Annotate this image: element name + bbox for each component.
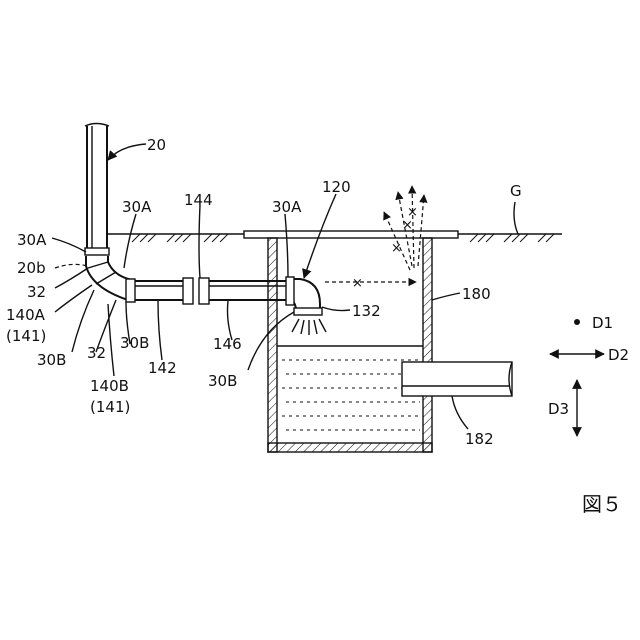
label-142: 142: [148, 359, 177, 377]
label-30B-left: 30B: [37, 351, 66, 369]
pipe-20: [85, 124, 109, 256]
label-182: 182: [465, 430, 494, 448]
label-30B-bottom: 30B: [208, 372, 237, 390]
label-30A-mid: 30A: [272, 198, 302, 216]
label-140B: 140B: [90, 377, 129, 395]
label-180: 180: [462, 285, 491, 303]
svg-text:×: ×: [391, 241, 402, 256]
outlet-pipe-182: [402, 362, 512, 396]
label-120: 120: [322, 178, 351, 196]
tank-180: [268, 238, 432, 452]
label-D1: D1: [592, 314, 613, 332]
label-132: 132: [352, 302, 381, 320]
label-141-b: (141): [90, 398, 130, 416]
label-146: 146: [213, 335, 242, 353]
direction-indicators: [550, 319, 604, 436]
label-20: 20: [147, 136, 166, 154]
leader-G: [514, 202, 518, 234]
elbow-140A: [86, 256, 135, 302]
elbow-132: [286, 277, 322, 315]
label-20b: 20b: [17, 259, 46, 277]
d1-dot: [574, 319, 580, 325]
figure-label: 図５: [582, 492, 622, 516]
label-32-a: 32: [27, 283, 46, 301]
label-30A-left: 30A: [17, 231, 47, 249]
water: [277, 346, 423, 430]
svg-text:×: ×: [402, 218, 413, 233]
label-D3: D3: [548, 400, 569, 418]
label-30B-mid: 30B: [120, 334, 149, 352]
label-D2: D2: [608, 346, 629, 364]
svg-text:×: ×: [352, 276, 363, 291]
label-144: 144: [184, 191, 213, 209]
pipe-142: [135, 278, 286, 304]
label-140A: 140A: [6, 306, 46, 324]
spray: [292, 319, 326, 335]
svg-text:×: ×: [407, 205, 418, 220]
label-32-b: 32: [87, 344, 106, 362]
tank-lid: [244, 231, 458, 238]
label-30A-top-left: 30A: [122, 198, 152, 216]
label-141-a: (141): [6, 327, 46, 345]
label-G: G: [510, 182, 522, 200]
